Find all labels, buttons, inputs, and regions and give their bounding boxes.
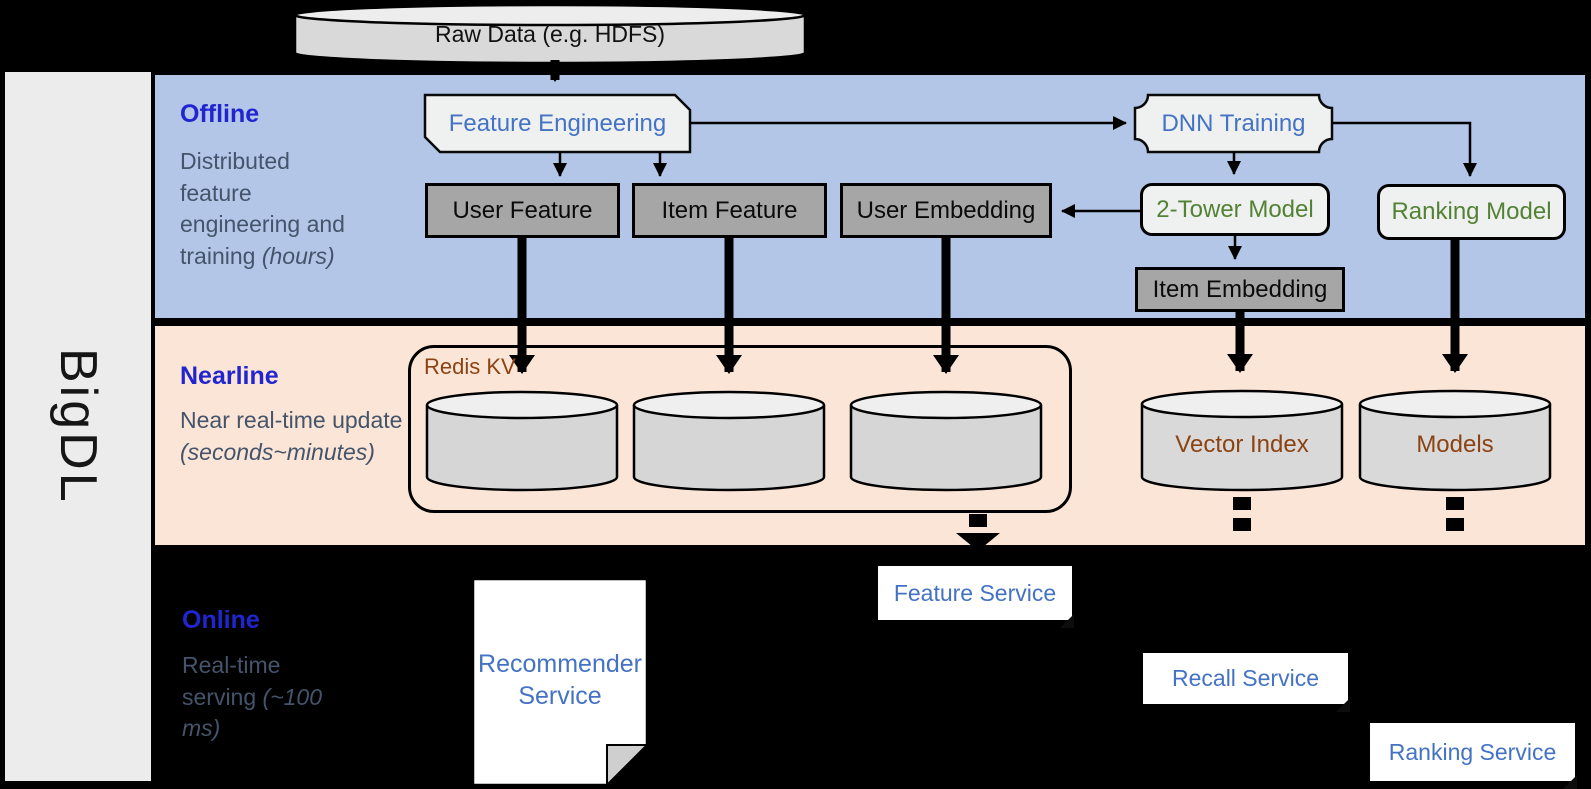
page-fold-icon bbox=[1563, 775, 1577, 789]
ranking-model-label: Ranking Model bbox=[1391, 198, 1552, 225]
page-fold-icon bbox=[1060, 614, 1074, 628]
offline-desc-italic: (hours) bbox=[261, 243, 335, 270]
feature-service-label: Feature Service bbox=[893, 579, 1057, 606]
models-cylinder bbox=[1358, 389, 1552, 492]
offline-section-desc: Distributed feature engineering and trai… bbox=[180, 146, 365, 273]
recall-service-box: Recall Service bbox=[1143, 653, 1350, 712]
online-section-title: Online bbox=[182, 606, 260, 634]
dnn-training-shape bbox=[1133, 93, 1334, 154]
raw-data-label: Raw Data (e.g. HDFS) bbox=[434, 20, 666, 47]
dnn-training-label: DNN Training bbox=[1161, 109, 1306, 137]
offline-section-title: Offline bbox=[180, 100, 260, 128]
two-tower-model-label: 2-Tower Model bbox=[1156, 195, 1314, 223]
user-embedding-label: User Embedding bbox=[856, 196, 1036, 224]
nearline-desc-text: Near real-time update bbox=[180, 407, 403, 433]
vector-index-cylinder bbox=[1140, 389, 1344, 492]
dashed-arrow-redis-to-feature-service bbox=[956, 514, 1000, 551]
page-fold-icon bbox=[1336, 698, 1350, 712]
redis-kv-label: Redis KV bbox=[424, 354, 516, 379]
ranking-service-label: Ranking Service bbox=[1388, 738, 1557, 765]
online-section-desc: Real-time serving (~100 ms) bbox=[182, 650, 332, 745]
user-feature-box: User Feature bbox=[425, 183, 620, 238]
item-embedding-label: Item Embedding bbox=[1152, 275, 1328, 303]
redis-kv-container bbox=[408, 345, 1072, 513]
ranking-service-box: Ranking Service bbox=[1370, 723, 1577, 789]
bigdl-label: BigDL bbox=[49, 348, 107, 505]
item-feature-box: Item Feature bbox=[632, 183, 827, 238]
dashed-line-models-to-ranking bbox=[1446, 497, 1464, 531]
models-label: Models bbox=[1416, 431, 1494, 458]
feature-service-box: Feature Service bbox=[878, 566, 1074, 628]
user-feature-label: User Feature bbox=[452, 196, 593, 224]
online-desc-text: Real-time serving bbox=[182, 652, 281, 710]
arrow-dnn-to-ranking-model bbox=[1332, 121, 1477, 177]
feature-engineering-label: Feature Engineering bbox=[448, 109, 667, 137]
two-tower-model-box: 2-Tower Model bbox=[1140, 183, 1330, 236]
recall-service-label: Recall Service bbox=[1172, 665, 1319, 691]
nearline-desc-italic: (seconds~minutes) bbox=[180, 438, 375, 465]
feature-engineering-shape bbox=[423, 93, 692, 154]
offline-desc-text: Distributed feature engineering and trai… bbox=[180, 148, 345, 270]
nearline-section-title: Nearline bbox=[180, 362, 279, 390]
vector-index-label: Vector Index bbox=[1175, 431, 1309, 458]
online-desc-italic: (~100 ms) bbox=[182, 683, 323, 742]
redis-cylinder-3 bbox=[849, 390, 1043, 492]
nearline-section-desc: Near real-time update (seconds~minutes) bbox=[180, 405, 405, 468]
user-embedding-box: User Embedding bbox=[840, 183, 1052, 238]
recommender-service-document bbox=[471, 577, 650, 788]
recommender-service-label: Recommender Service bbox=[478, 649, 642, 711]
dashed-line-vector-index-to-recall bbox=[1233, 497, 1251, 531]
item-feature-label: Item Feature bbox=[661, 196, 798, 224]
item-embedding-box: Item Embedding bbox=[1135, 267, 1345, 312]
ranking-model-box: Ranking Model bbox=[1377, 184, 1566, 240]
bigdl-sidebar: BigDL bbox=[5, 72, 151, 781]
raw-data-cylinder bbox=[293, 3, 807, 65]
redis-cylinder-2 bbox=[632, 390, 826, 492]
redis-cylinder-1 bbox=[425, 390, 619, 492]
